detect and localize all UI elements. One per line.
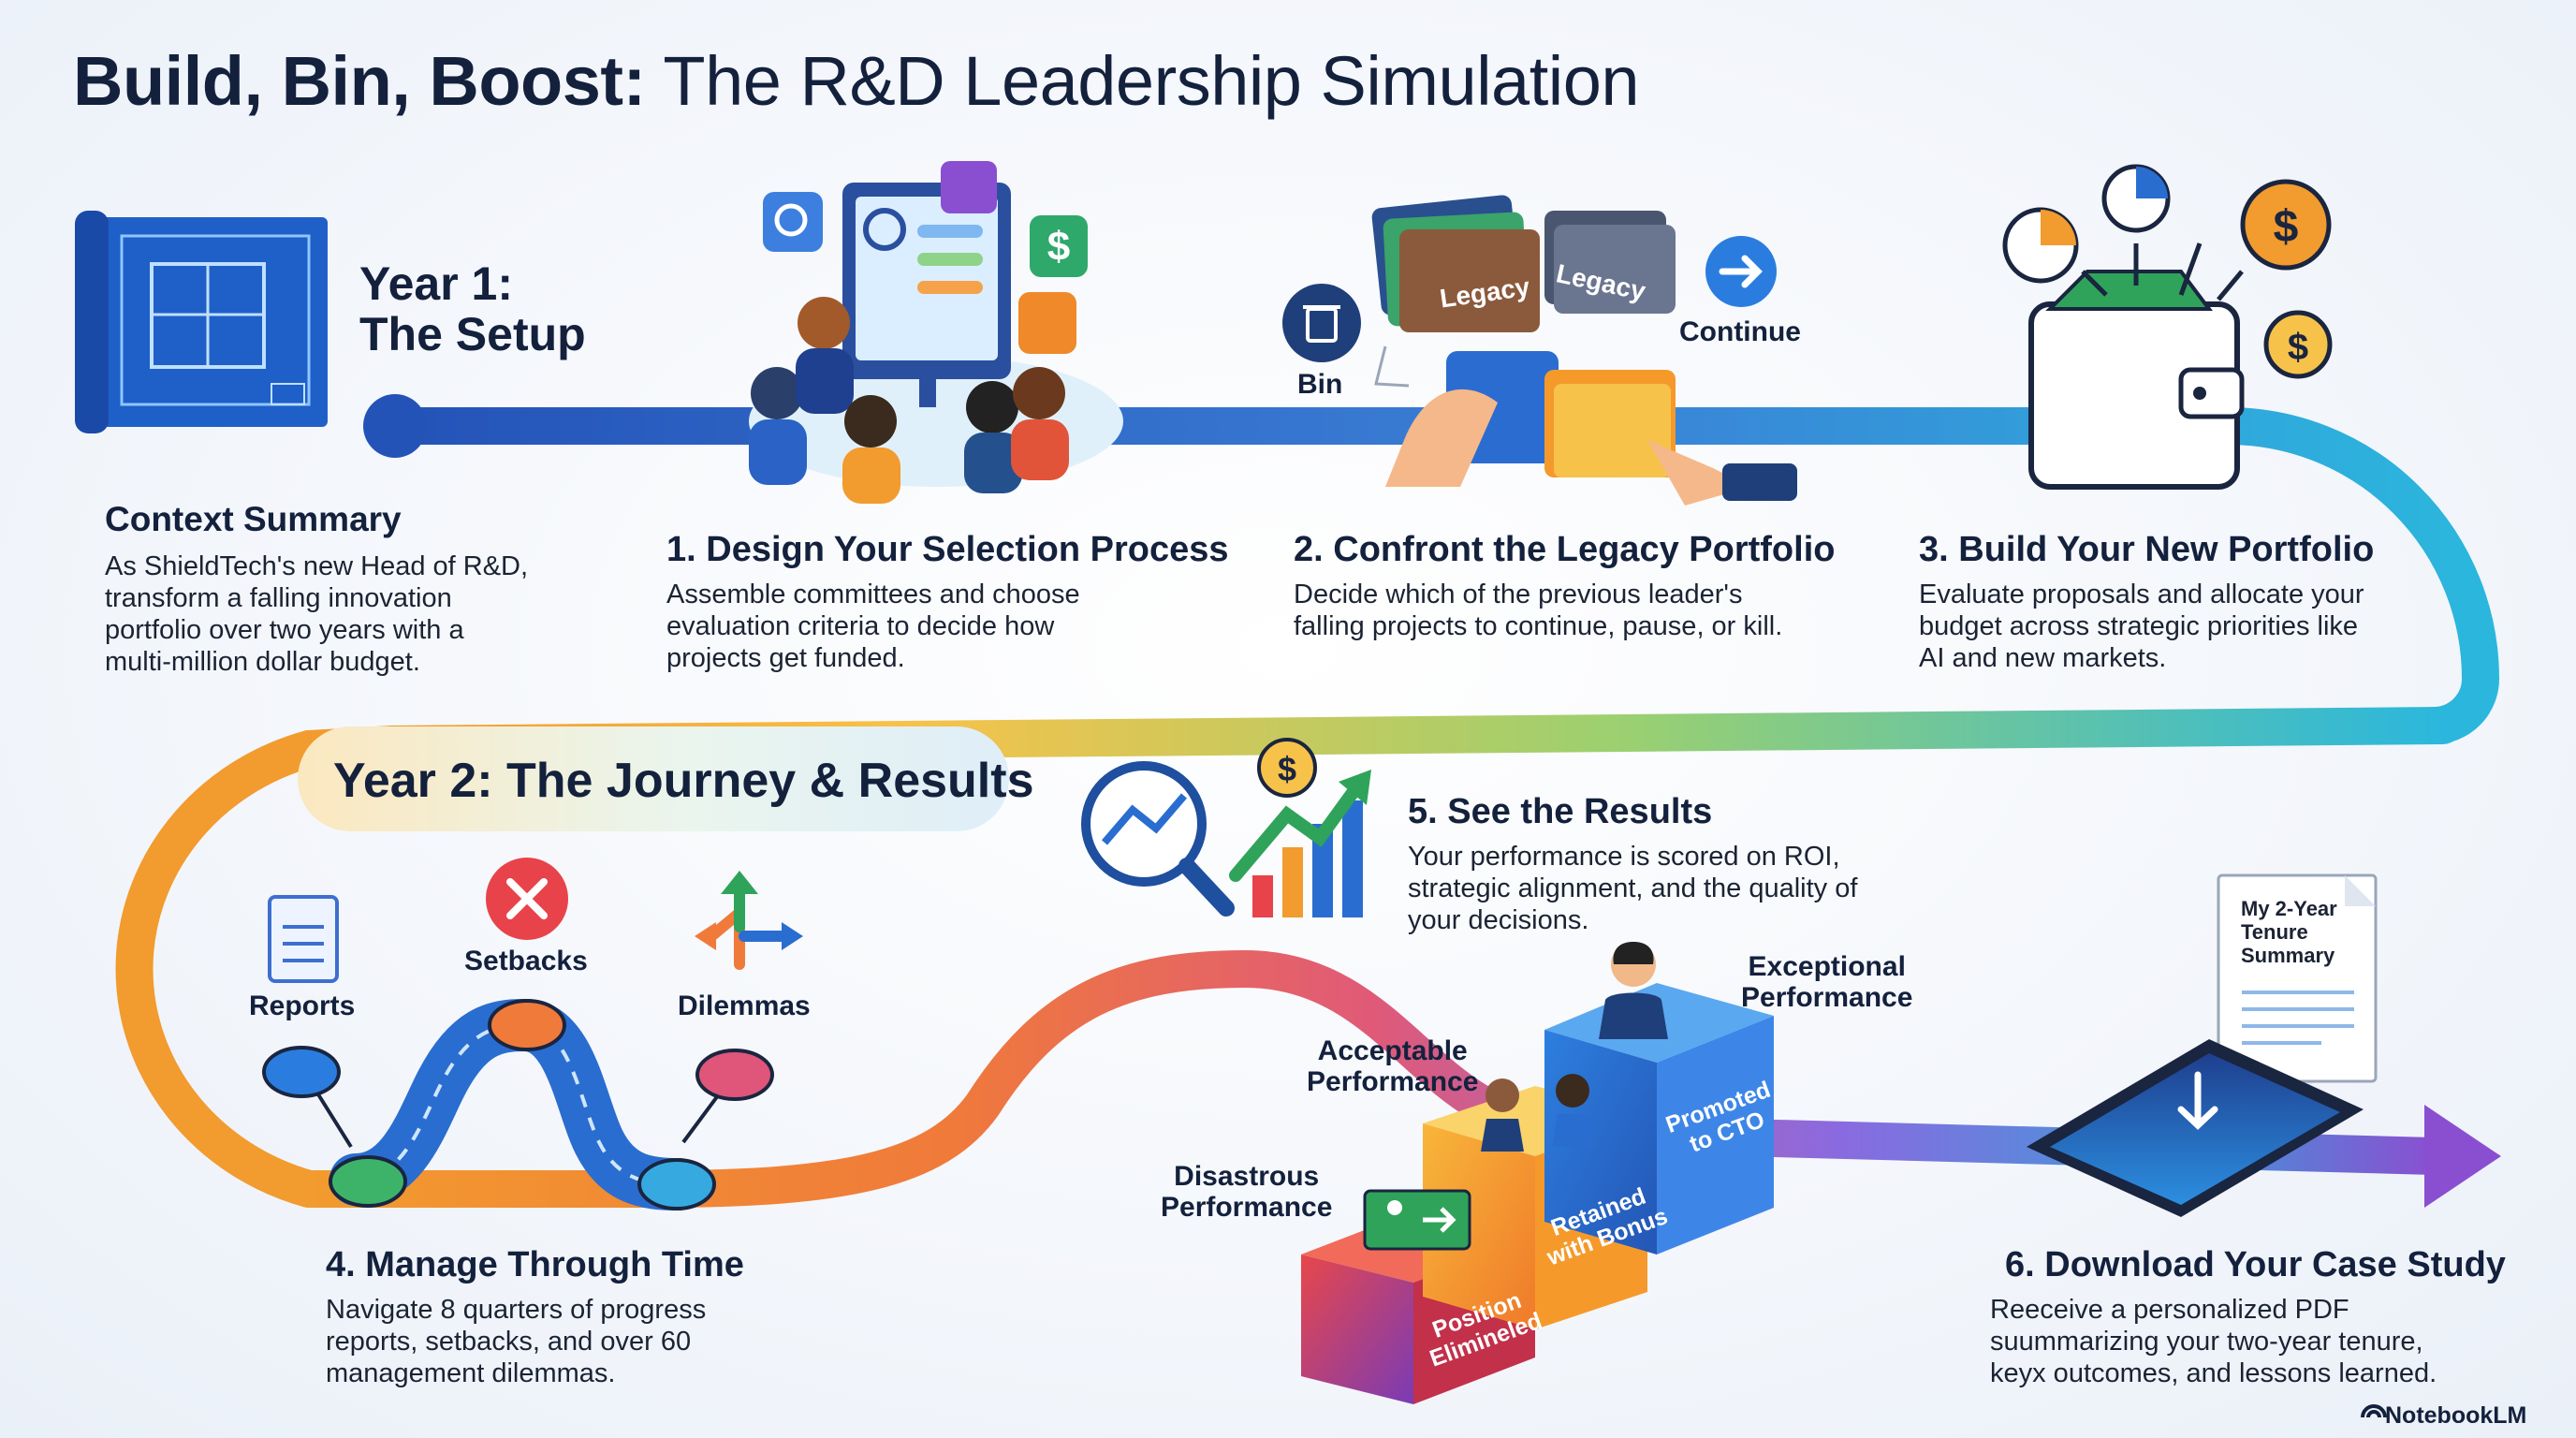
step1-line: Assemble committees and choose [666,580,1080,609]
step5-line: strategic alignment, and the quality of [1408,873,1858,903]
exceptional-line: Performance [1741,982,1913,1013]
notebooklm-logo-icon [2361,1404,2387,1418]
step4-line: reports, setbacks, and over 60 [326,1327,692,1357]
title-bold: Build, Bin, Boost: [73,42,646,120]
context-line: portfolio over two years with a [105,615,464,645]
setbacks-icon [486,858,568,940]
exceptional-line: Exceptional [1748,951,1906,982]
results-chart-icon: $ [1081,738,1371,917]
step6-line: suummarizing your two-year tenure, [1990,1327,2423,1357]
disastrous-line: Disastrous [1174,1161,1320,1192]
svg-text:$: $ [2288,327,2308,368]
brand-label: NotebookLM [2385,1402,2527,1429]
context-line: multi-million dollar budget. [105,647,420,677]
context-line: transform a falling innovation [105,583,452,613]
step5-line: Your performance is scored on ROI, [1408,842,1840,872]
path-start-node [363,394,427,458]
step3-body: Evaluate proposals and allocate your bud… [1919,579,2364,674]
svg-text:$: $ [2274,202,2299,252]
context-heading: Context Summary [105,500,402,538]
step5-heading: 5. See the Results [1408,792,1713,831]
bin-label: Bin [1297,369,1343,400]
step3-line: Evaluate proposals and allocate your [1919,580,2364,609]
year1-line2: The Setup [359,308,586,360]
step1-line: evaluation criteria to decide how [666,611,1055,641]
wallet-icon: $ $ [2002,164,2333,490]
reports-icon [268,895,339,983]
step2-heading: 2. Confront the Legacy Portfolio [1294,530,1836,569]
setbacks-label: Setbacks [464,946,588,976]
acceptable-line: Performance [1307,1066,1479,1097]
timeline-road-icon [262,998,774,1211]
step5-body: Your performance is scored on ROI, strat… [1408,841,1857,936]
step2-line: falling projects to continue, pause, or … [1294,611,1783,641]
step1-body: Assemble committees and choose evaluatio… [666,579,1080,674]
blueprint-icon [75,211,328,433]
pdf-download-icon [2027,873,2378,1217]
step5-line: your decisions. [1408,905,1589,935]
dilemmas-icon [695,871,803,970]
step6-heading: 6. Download Your Case Study [2005,1245,2506,1284]
disastrous-line: Performance [1161,1192,1333,1223]
context-line: As ShieldTech's new Head of R&D, [105,551,529,581]
year2-pill [298,726,1009,831]
step2-line: Decide which of the previous leader's [1294,580,1743,609]
step1-heading: 1. Design Your Selection Process [666,530,1229,569]
disastrous-label: Disastrous Performance [1161,1161,1332,1223]
step2-body: Decide which of the previous leader's fa… [1294,579,1782,642]
step4-line: management dilemmas. [326,1358,616,1388]
committee-icon: $ [749,161,1123,504]
svg-text:$: $ [1278,750,1296,788]
summary-doc-line: Tenure [2241,920,2308,944]
summary-doc-line: Summary [2241,944,2335,967]
step6-line: keyx outcomes, and lessons learned. [1990,1358,2437,1388]
step6-line: Reeceive a personalized PDF [1990,1295,2349,1325]
step6-body: Reeceive a personalized PDF suummarizing… [1990,1294,2437,1389]
step3-line: AI and new markets. [1919,643,2167,673]
dilemmas-label: Dilemmas [678,990,811,1021]
exceptional-label: Exceptional Performance [1741,951,1912,1013]
continue-label: Continue [1679,316,1801,347]
step1-line: projects get funded. [666,643,905,673]
path-year2 [290,949,2452,1208]
page-title: Build, Bin, Boost: The R&D Leadership Si… [73,41,1640,121]
path-arrow-head [2424,1105,2501,1208]
summary-doc-title: My 2-Year Tenure Summary [2241,897,2337,967]
title-rest: The R&D Leadership Simulation [645,42,1640,120]
svg-text:$: $ [1047,224,1070,270]
step4-body: Navigate 8 quarters of progress reports,… [326,1294,706,1389]
legacy-portfolio-icon [1282,195,1797,506]
summary-doc-line: My 2-Year [2241,897,2337,920]
year2-label: Year 2: The Journey & Results [333,754,1034,808]
year1-line1: Year 1: [359,257,514,310]
acceptable-label: Acceptable Performance [1307,1035,1478,1097]
year1-label: Year 1: The Setup [359,258,586,360]
step4-heading: 4. Manage Through Time [326,1245,744,1284]
step3-line: budget across strategic priorities like [1919,611,2359,641]
path-year1 [374,407,2500,744]
performance-podium [1301,942,1774,1404]
context-body: As ShieldTech's new Head of R&D, transfo… [105,550,528,678]
path-left-curve [115,726,412,1208]
reports-label: Reports [249,990,356,1021]
step4-line: Navigate 8 quarters of progress [326,1295,707,1325]
step3-heading: 3. Build Your New Portfolio [1919,530,2375,569]
acceptable-line: Acceptable [1317,1035,1468,1066]
